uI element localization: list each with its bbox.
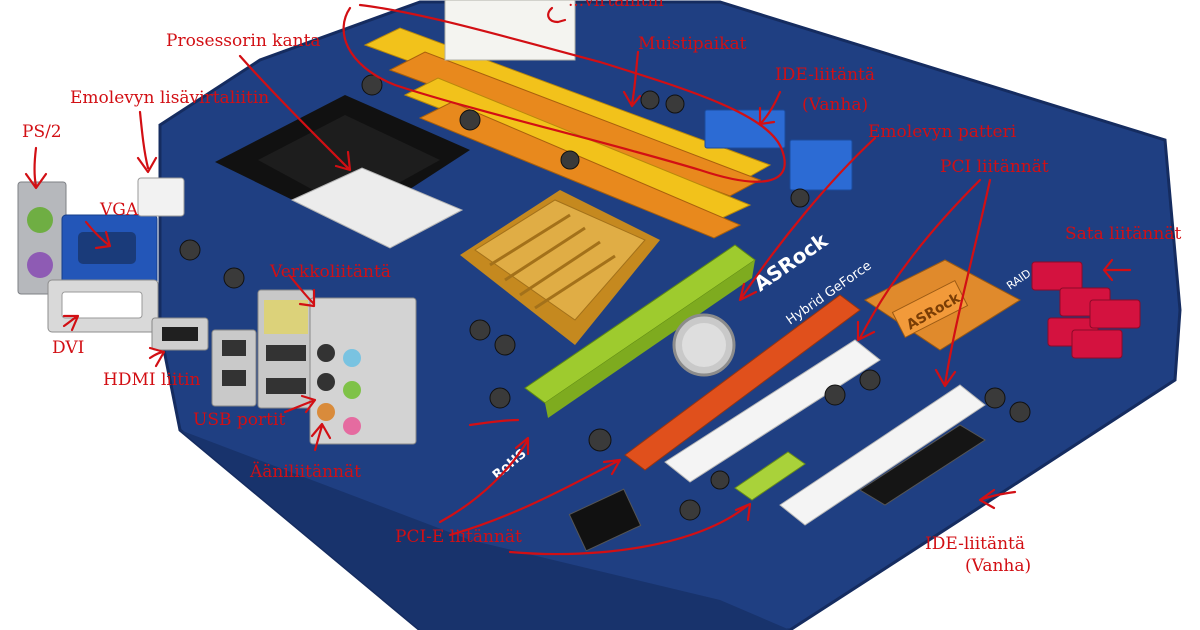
- pcie-green-slot-lower: [545, 260, 755, 418]
- annotation-strokes: [24, 3, 1132, 556]
- aux-power-connector: [137, 177, 185, 217]
- label-emolevyn-patteri: Emolevyn patteri: [868, 122, 1017, 142]
- cmos-battery-face: [682, 323, 726, 367]
- label-emolevyn-lisavirtaliitin: Emolevyn lisävirtaliitin: [70, 88, 270, 108]
- label-ide-top: IDE-liitäntä: [775, 65, 876, 85]
- label-verkkoliitanta: Verkkoliitäntä: [270, 262, 391, 282]
- southbridge-heatsink: [864, 259, 1021, 351]
- label-dvi: DVI: [52, 338, 85, 358]
- pcie-x1-slot: [734, 451, 806, 501]
- sata-connectors: [1031, 261, 1141, 359]
- label-muistipaikat: Muistipaikat: [638, 34, 747, 54]
- pci-slot-1: [664, 339, 881, 483]
- label-ide-top-sub: (Vanha): [802, 95, 869, 115]
- io-panel: [17, 181, 417, 445]
- pcie-orange-slot: [624, 294, 861, 471]
- label-usb-portit: USB portit: [193, 410, 286, 430]
- pcb-shade: [180, 430, 790, 630]
- capacitors: [179, 74, 1031, 521]
- io-chip: [568, 488, 642, 552]
- label-pci-e-liitannat: PCI-E liitännät: [395, 527, 522, 547]
- label-prosessorin-kanta: Prosessorin kanta: [166, 31, 321, 51]
- label-hdmi-liitin: HDMI liitin: [103, 370, 201, 390]
- label-vga: VGA: [100, 200, 139, 220]
- ide-bottom-connector: [859, 424, 986, 506]
- pci-slot-2: [779, 384, 986, 526]
- label-pci-liitannat: PCI liitännät: [940, 157, 1049, 177]
- label-virtaliitin-cut: ...virtaliitin: [568, 0, 664, 11]
- label-ps2: PS/2: [22, 122, 62, 142]
- label-sata-liitannat: Sata liitännät: [1065, 224, 1182, 244]
- ide-top-connector-2: [789, 139, 853, 191]
- label-ide-bottom: IDE-liitäntä: [925, 534, 1026, 554]
- label-aaniliitannat: Ääniliitännät: [250, 462, 361, 482]
- chipset-heatsink: [460, 190, 660, 345]
- label-ide-bottom-sub: (Vanha): [965, 556, 1032, 576]
